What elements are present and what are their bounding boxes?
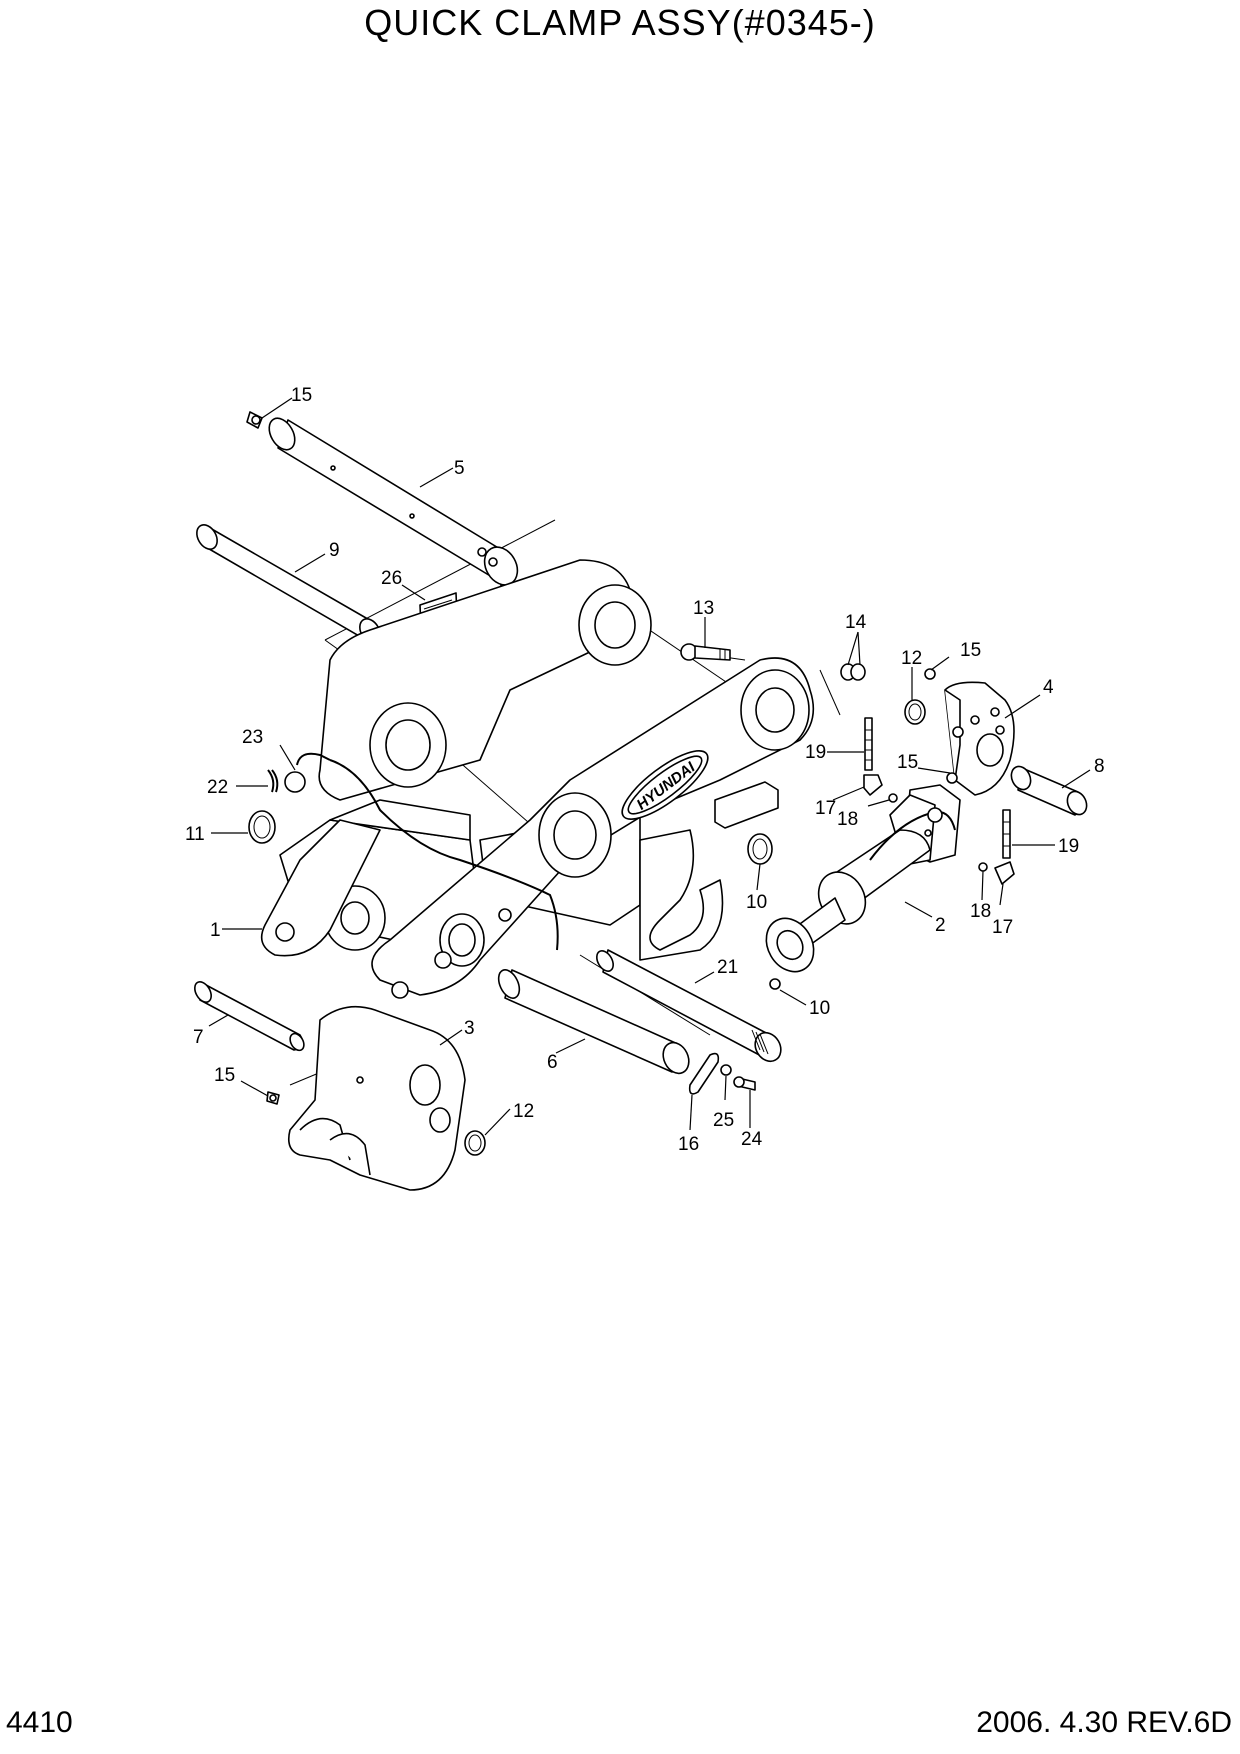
part-4-block xyxy=(944,681,1015,796)
callout-19: 19 xyxy=(1058,836,1079,857)
callout-25: 25 xyxy=(713,1110,734,1131)
callout-leaders xyxy=(208,397,1091,1136)
part-15-grease-nipple-top xyxy=(246,411,263,429)
callout-3: 3 xyxy=(464,1018,475,1039)
callout-6: 6 xyxy=(547,1052,558,1073)
callout-8: 8 xyxy=(1094,756,1105,777)
callout-23: 23 xyxy=(242,727,263,748)
callout-15: 15 xyxy=(214,1065,235,1086)
part-19-hose-upper xyxy=(864,717,873,771)
callout-5: 5 xyxy=(454,458,465,479)
part-10-nipple-lower xyxy=(769,978,781,990)
callout-15: 15 xyxy=(897,752,918,773)
callout-4: 4 xyxy=(1043,677,1054,698)
callout-17: 17 xyxy=(815,798,836,819)
part-8-pin xyxy=(1010,765,1088,816)
diagram-title: QUICK CLAMP ASSY(#0345-) xyxy=(364,2,876,43)
callout-21: 21 xyxy=(717,957,738,978)
callout-22: 22 xyxy=(207,777,228,798)
part-6-pin xyxy=(497,969,690,1075)
callout-12: 12 xyxy=(513,1101,534,1122)
part-19-hose-lower xyxy=(1002,809,1011,859)
part-24-bolt xyxy=(733,1076,756,1091)
callout-11: 11 xyxy=(185,824,205,845)
callout-15: 15 xyxy=(960,640,981,661)
page-number: 4410 xyxy=(6,1706,73,1739)
part-10-ring-upper xyxy=(747,833,773,865)
part-15-grease-nipple-cylinder xyxy=(946,772,958,784)
revision-date: 2006. 4.30 REV.6D xyxy=(976,1706,1232,1739)
part-14-nuts xyxy=(840,663,866,681)
callout-24: 24 xyxy=(741,1129,763,1150)
part-18-oring-lower xyxy=(978,862,988,872)
part-16-plate xyxy=(688,1052,720,1095)
callout-19: 19 xyxy=(805,742,826,763)
part-3-hook-block xyxy=(287,1005,466,1191)
callout-labels: 15 5 9 26 13 14 12 15 4 23 19 8 15 22 17… xyxy=(185,385,1105,1155)
callout-18: 18 xyxy=(970,901,991,922)
part-7-pin xyxy=(194,981,305,1052)
part-15-grease-nipple-right xyxy=(924,668,936,680)
callout-7: 7 xyxy=(193,1027,204,1048)
callout-10: 10 xyxy=(746,892,767,913)
callout-14: 14 xyxy=(845,612,867,633)
callout-9: 9 xyxy=(329,540,340,561)
callout-16: 16 xyxy=(678,1134,699,1155)
part-9-pin xyxy=(196,524,381,644)
part-13-bolt xyxy=(680,643,731,661)
part-17-elbow-upper xyxy=(863,774,883,796)
callout-2: 2 xyxy=(935,915,946,936)
part-12-ring-bottom xyxy=(464,1130,486,1156)
part-25-washer xyxy=(720,1064,732,1076)
part-2-cylinder xyxy=(765,784,961,973)
part-21-pin xyxy=(596,949,782,1063)
callout-10: 10 xyxy=(809,998,830,1019)
part-12-ring-right xyxy=(904,699,926,725)
part-17-elbow-lower xyxy=(994,861,1015,885)
part-1-clamp-body: HYUNDAI xyxy=(260,559,815,999)
part-5-pin xyxy=(268,417,519,586)
callout-17: 17 xyxy=(992,917,1013,938)
callout-18: 18 xyxy=(837,809,858,830)
callout-13: 13 xyxy=(693,598,714,619)
callout-26: 26 xyxy=(381,568,402,589)
part-22-cotter-pin xyxy=(267,769,279,793)
callout-1: 1 xyxy=(210,920,221,941)
part-15-grease-nipple-bottom xyxy=(266,1091,280,1105)
callout-12: 12 xyxy=(901,648,922,669)
callout-15: 15 xyxy=(291,385,312,406)
part-11-snap-ring xyxy=(248,810,276,844)
part-18-oring-upper xyxy=(888,793,898,803)
